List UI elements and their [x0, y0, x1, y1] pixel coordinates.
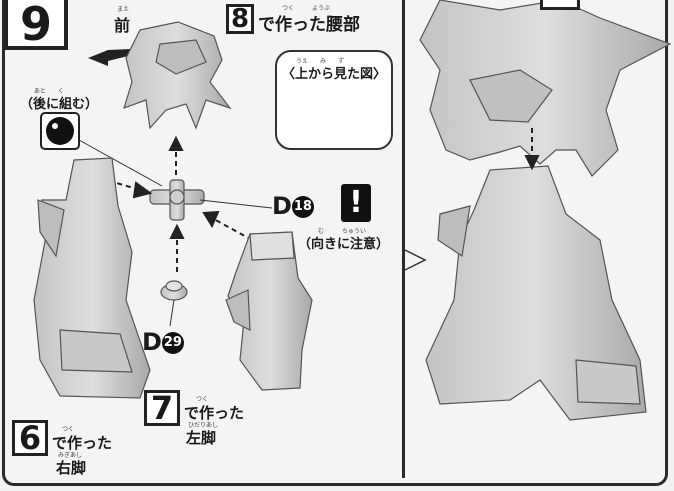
part-d29-number: 29 [161, 332, 184, 354]
part-d18-number: 18 [291, 196, 314, 218]
right-leg-to-joint-arrow [99, 177, 153, 199]
orientation-ruby: む ちゅうい [318, 228, 367, 235]
panel-indicator-notch [404, 249, 427, 271]
right-leg-text: で作った [52, 434, 113, 452]
part-d29-letter: D [142, 328, 162, 356]
warning-icon: ! [341, 184, 371, 222]
warning-icon-glyph: ! [349, 185, 363, 220]
d29-to-joint-arrow [169, 223, 185, 272]
front-label: 前 [114, 16, 131, 35]
left-leg-name: 左脚 [186, 429, 217, 447]
waist-to-joint-arrow [168, 135, 184, 175]
left-leg-ruby-text: つく [196, 396, 209, 403]
joint-part-d18 [149, 179, 205, 221]
part-d18-letter: D [272, 192, 292, 220]
assemble-later-ruby: あと く [34, 88, 65, 95]
left-leg-step-badge: 7 [144, 390, 180, 426]
right-leg-ruby-text: つく [62, 426, 75, 433]
waist-part [123, 21, 232, 130]
assemble-later-label: （後に組む） [20, 97, 99, 112]
left-leg-part [225, 231, 313, 391]
top-view-ruby: うえ み ず [296, 58, 345, 65]
left-leg-to-joint-arrow [202, 210, 253, 241]
right-panel-step-badge [540, 0, 580, 10]
assembled-figure-lower [425, 165, 647, 421]
torso-to-legs-arrow [524, 128, 540, 171]
right-leg-step-badge: 6 [12, 420, 48, 456]
orientation-note: （向きに注意） [298, 237, 390, 252]
waist-step-badge: 8 [226, 4, 254, 34]
left-leg-ruby-name: ひだりあし [188, 422, 219, 429]
peg-part-d29 [160, 280, 188, 301]
step-number: 9 [4, 0, 68, 50]
right-leg-part [33, 157, 151, 399]
top-view-callout [275, 50, 393, 150]
right-leg-name: 右脚 [56, 459, 87, 477]
waist-text: で作った腰部 [258, 15, 360, 35]
assembled-figure-upper [419, 0, 672, 177]
left-leg-text: で作った [184, 404, 245, 422]
front-direction-arrow [88, 49, 132, 66]
top-view-label: 〈上から見た図〉 [282, 67, 387, 82]
right-leg-ruby-name: みぎあし [58, 452, 83, 459]
waist-ruby: つく ようぶ [282, 5, 331, 12]
front-ruby: まえ [117, 6, 130, 13]
panel-divider [402, 0, 405, 478]
assemble-later-icon [40, 112, 80, 150]
